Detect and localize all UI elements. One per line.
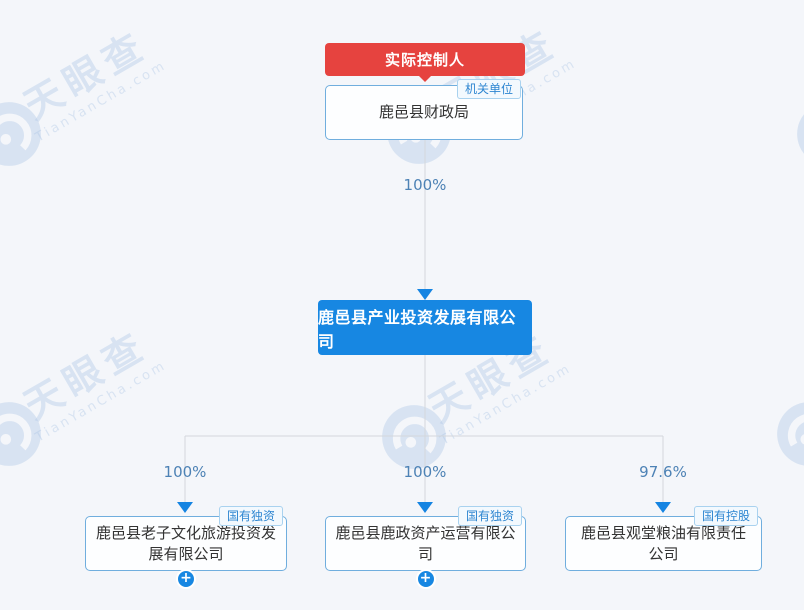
actual-controller-badge: 实际控制人 <box>325 43 525 82</box>
arrow-down-icon <box>177 502 193 513</box>
ownership-type-tag: 国有控股 <box>693 506 758 526</box>
ownership-percentage: 100% <box>163 463 207 481</box>
expand-plus-button[interactable]: + <box>415 569 436 589</box>
entity-type-tag: 机关单位 <box>456 79 521 99</box>
controller-node[interactable]: 鹿邑县财政局 机关单位 <box>325 79 523 140</box>
arrow-down-icon <box>417 502 433 513</box>
subsidiary-node[interactable]: 鹿邑县观堂粮油有限责任公司 国有控股 <box>565 506 762 571</box>
ownership-type-tag: 国有独资 <box>457 506 522 526</box>
subsidiary-name: 鹿邑县鹿政资产运营有限公司 <box>335 523 516 563</box>
subsidiary-node[interactable]: 鹿邑县老子文化旅游投资发展有限公司 国有独资 + <box>85 506 287 589</box>
subsidiary-name: 鹿邑县观堂粮油有限责任公司 <box>580 523 746 563</box>
root-company-name: 鹿邑县产业投资发展有限公司 <box>318 307 517 351</box>
root-company-node[interactable]: 鹿邑县产业投资发展有限公司 <box>318 300 532 355</box>
arrow-down-icon <box>417 289 433 300</box>
ownership-percentage: 100% <box>403 463 447 481</box>
subsidiary-name: 鹿邑县老子文化旅游投资发展有限公司 <box>95 523 276 563</box>
ownership-type-tag: 国有独资 <box>218 506 283 526</box>
ownership-percentage: 100% <box>403 176 447 194</box>
expand-plus-button[interactable]: + <box>176 569 196 589</box>
ownership-percentage: 97.6% <box>639 463 687 481</box>
arrow-down-icon <box>655 502 671 513</box>
subsidiary-node[interactable]: 鹿邑县鹿政资产运营有限公司 国有独资 + <box>325 506 526 589</box>
controller-name: 鹿邑县财政局 <box>378 103 469 121</box>
actual-controller-label: 实际控制人 <box>384 51 465 69</box>
